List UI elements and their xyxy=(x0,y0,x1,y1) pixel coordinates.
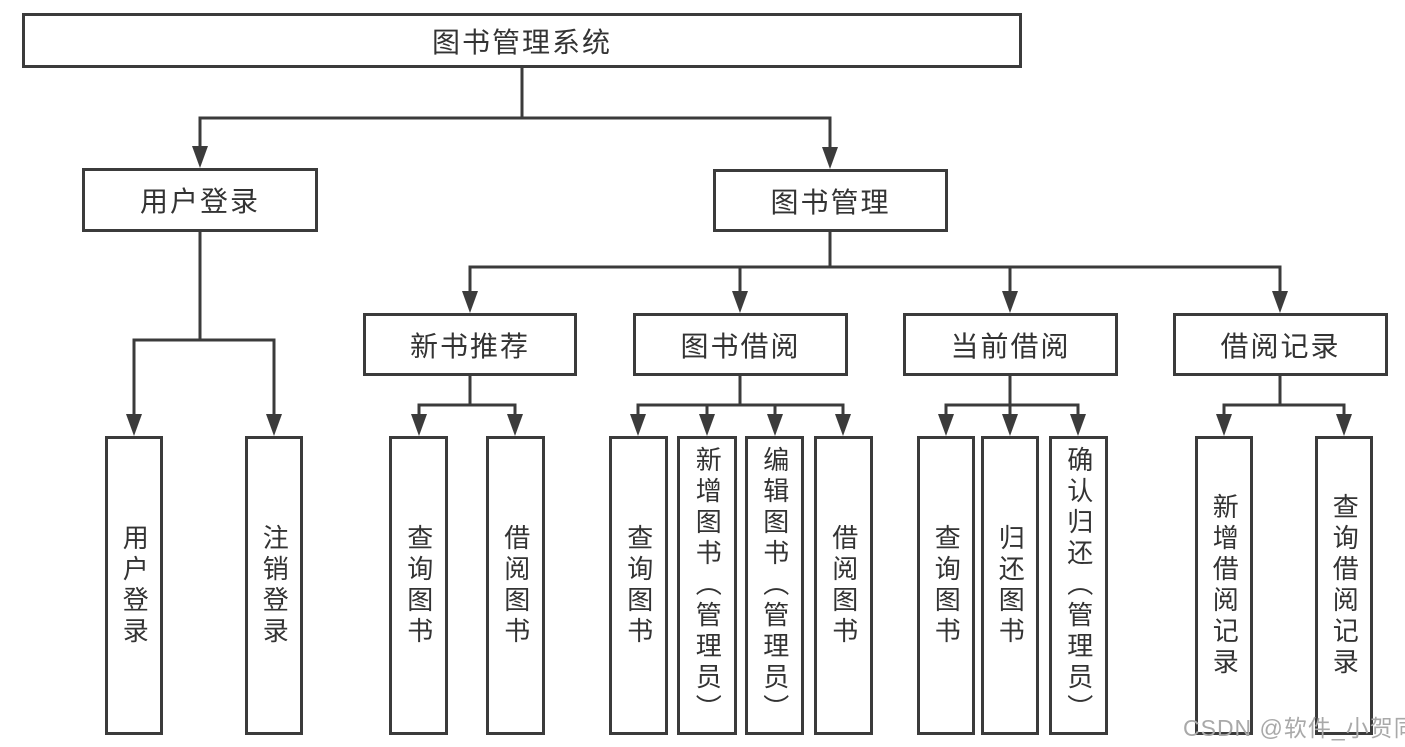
node-current-borrow: 当前借阅 xyxy=(903,313,1118,376)
connector-root-to-level2 xyxy=(192,68,838,169)
node-user-login-label: 用户登录 xyxy=(139,186,260,217)
leaf-current-confirm-return-admin: 确认归还（管理员） xyxy=(1049,436,1108,735)
arrowhead-icon xyxy=(1002,414,1018,436)
connector-user-login-children xyxy=(126,232,282,436)
arrowhead-icon xyxy=(1216,414,1232,436)
arrowhead-icon xyxy=(699,414,715,436)
leaf-record-query-borrow-record-label: 查询借阅记录 xyxy=(1329,492,1360,679)
leaf-newbook-query-books-label: 查询图书 xyxy=(403,523,434,648)
arrowhead-icon xyxy=(192,146,208,168)
leaf-borrow-add-books-admin: 新增图书（管理员） xyxy=(677,436,737,735)
leaf-record-add-borrow-record-label: 新增借阅记录 xyxy=(1209,492,1240,679)
leaf-borrow-query-books-label: 查询图书 xyxy=(623,523,654,648)
leaf-user-login: 用户登录 xyxy=(105,436,163,735)
leaf-newbook-query-books: 查询图书 xyxy=(389,436,448,735)
connector-book-borrow-children xyxy=(630,376,851,436)
arrowhead-icon xyxy=(411,414,427,436)
node-book-borrow-label: 图书借阅 xyxy=(680,330,801,362)
leaf-newbook-borrow-books-label: 借阅图书 xyxy=(500,523,531,648)
connector-book-management-children xyxy=(462,232,1288,313)
arrowhead-icon xyxy=(822,147,838,169)
watermark-text: CSDN @软件_小贺同学 xyxy=(1183,715,1405,741)
arrowhead-icon xyxy=(835,414,851,436)
leaf-borrow-query-books: 查询图书 xyxy=(609,436,668,735)
leaf-record-query-borrow-record: 查询借阅记录 xyxy=(1315,436,1373,735)
leaf-record-add-borrow-record: 新增借阅记录 xyxy=(1195,436,1253,735)
leaf-current-return-books-label: 归还图书 xyxy=(995,523,1026,648)
leaf-borrow-add-books-admin-label: 新增图书（管理员） xyxy=(692,446,723,725)
node-user-login: 用户登录 xyxy=(82,168,318,232)
arrowhead-icon xyxy=(462,291,478,313)
leaf-borrow-edit-books-admin: 编辑图书（管理员） xyxy=(745,436,804,735)
node-book-management: 图书管理 xyxy=(713,169,948,232)
node-book-management-label: 图书管理 xyxy=(770,186,891,218)
leaf-current-query-books: 查询图书 xyxy=(917,436,975,735)
arrowhead-icon xyxy=(1272,291,1288,313)
arrowhead-icon xyxy=(1070,414,1086,436)
leaf-borrow-borrow-books: 借阅图书 xyxy=(814,436,873,735)
leaf-current-query-books-label: 查询图书 xyxy=(931,523,962,648)
node-book-borrow: 图书借阅 xyxy=(633,313,848,376)
arrowhead-icon xyxy=(732,291,748,313)
leaf-logout-label: 注销登录 xyxy=(259,523,290,648)
arrowhead-icon xyxy=(1336,414,1352,436)
node-new-book-recommend-label: 新书推荐 xyxy=(409,330,530,362)
arrowhead-icon xyxy=(266,414,282,436)
connector-current-borrow-children xyxy=(938,376,1086,436)
arrowhead-icon xyxy=(938,414,954,436)
arrowhead-icon xyxy=(630,414,646,436)
node-root-label: 图书管理系统 xyxy=(431,26,612,58)
arrowhead-icon xyxy=(767,414,783,436)
connector-new-book-children xyxy=(411,376,523,436)
connector-borrow-records-children xyxy=(1216,376,1352,436)
leaf-user-login-label: 用户登录 xyxy=(119,523,150,648)
arrowhead-icon xyxy=(126,414,142,436)
arrowhead-icon xyxy=(1002,291,1018,313)
leaf-logout: 注销登录 xyxy=(245,436,303,735)
node-borrow-records: 借阅记录 xyxy=(1173,313,1388,376)
node-current-borrow-label: 当前借阅 xyxy=(950,330,1071,362)
arrowhead-icon xyxy=(507,414,523,436)
leaf-current-return-books: 归还图书 xyxy=(981,436,1039,735)
leaf-current-confirm-return-admin-label: 确认归还（管理员） xyxy=(1063,446,1094,725)
leaf-borrow-edit-books-admin-label: 编辑图书（管理员） xyxy=(759,446,790,725)
node-new-book-recommend: 新书推荐 xyxy=(363,313,577,376)
leaf-borrow-borrow-books-label: 借阅图书 xyxy=(828,523,859,648)
node-root: 图书管理系统 xyxy=(22,13,1022,68)
node-borrow-records-label: 借阅记录 xyxy=(1220,330,1341,362)
leaf-newbook-borrow-books: 借阅图书 xyxy=(486,436,545,735)
